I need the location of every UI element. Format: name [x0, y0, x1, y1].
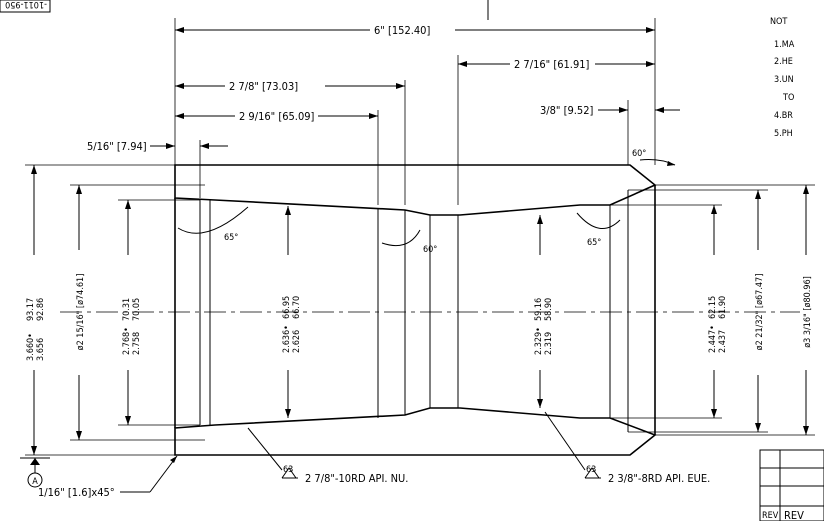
angle-right-chamfer-label: 60° — [632, 149, 646, 159]
d4-mm-top: 66.95 — [282, 296, 292, 319]
d6-inch-top: 2.447• — [708, 325, 718, 353]
note-4: 4.BR — [774, 111, 793, 121]
d1-mm-bot: 92.86 — [36, 298, 46, 321]
dim-overall-length: 6" [152.40] — [175, 24, 655, 37]
angle-left-taper-label: 65° — [224, 233, 238, 243]
d4-mm-bot: 66.70 — [292, 296, 302, 319]
dim-d3: 2.768• 2.758 70.31 70.05 — [118, 199, 200, 426]
angle-right-taper-label: 65° — [587, 238, 601, 248]
d6-inch-bot: 2.437 — [718, 330, 728, 353]
edge-chamfer-callout: 1/16" [1.6]x45° — [38, 455, 178, 499]
d2-label: ø2 15/16" [ø74.61] — [76, 274, 86, 351]
notes-header: NOT — [770, 17, 787, 27]
angle-right-taper: 65° — [576, 212, 621, 248]
dim-d1: 3.660• 3.656 93.17 92.86 — [25, 164, 175, 456]
d3-mm-bot: 70.05 — [132, 298, 142, 321]
angle-left-taper: 65° — [177, 206, 249, 243]
datum-a: A — [20, 457, 50, 488]
finish-right-label: 63 — [586, 465, 596, 475]
coupling-section — [174, 164, 657, 456]
lower-wall-section — [174, 407, 657, 456]
dim-d7: ø2 21/32" [ø67.47] — [628, 189, 768, 433]
right-thread-label: 2 3/8"-8RD API. EUE. — [608, 472, 710, 485]
right-thread-callout: 63 2 3/8"-8RD API. EUE. — [544, 411, 710, 485]
d5-mm-top: 59.16 — [534, 298, 544, 321]
datum-label: A — [32, 477, 38, 487]
d4-inch-bot: 2.626 — [292, 330, 302, 353]
dim-d4: 2.636• 2.626 66.95 66.70 — [282, 206, 302, 418]
d8-label: ø3 3/16" [ø80.96] — [803, 276, 813, 348]
dim-left-bore-length: 2 9/16" [65.09] — [175, 110, 378, 123]
angle-mid-taper: 60° — [381, 229, 437, 255]
note-3-cont: TO — [782, 93, 794, 103]
left-thread-length-label: 2 7/8" [73.03] — [229, 80, 298, 93]
upper-wall-section — [174, 164, 657, 216]
drawing-id-label: -1011-950 — [5, 0, 47, 9]
angle-right-chamfer: 60° — [632, 149, 676, 166]
d3-inch-top: 2.768• — [122, 327, 132, 355]
left-thread-callout: 63 2 7/8"-10RD API. NU. — [247, 427, 408, 485]
revision-block: REV REV — [759, 449, 824, 521]
drawing-id-box: -1011-950 — [0, 0, 51, 13]
notes-block: NOT 1.MA 2.HE 3.UN TO 4.BR 5.PH — [770, 17, 795, 139]
note-2: 2.HE — [774, 57, 793, 67]
d3-inch-bot: 2.758 — [132, 332, 142, 355]
finish-left-label: 63 — [283, 465, 293, 475]
d5-mm-bot: 58.90 — [544, 298, 554, 321]
right-thread-length-label: 2 7/16" [61.91] — [514, 58, 590, 71]
dim-left-thread-length: 2 7/8" [73.03] — [175, 80, 405, 93]
cbore-length-label: 3/8" [9.52] — [540, 104, 594, 117]
d5-inch-top: 2.329• — [534, 327, 544, 355]
dim-d8: ø3 3/16" [ø80.96] — [655, 184, 815, 436]
angle-mid-taper-label: 60° — [423, 245, 437, 255]
left-bore-length-label: 2 9/16" [65.09] — [239, 110, 315, 123]
overall-length-label: 6" [152.40] — [374, 24, 430, 37]
dim-cbore-length: 3/8" [9.52] — [540, 104, 680, 117]
rev-header-label: REV — [784, 509, 804, 521]
rev-col-label: REV — [762, 511, 779, 521]
dim-d2: ø2 15/16" [ø74.61] — [70, 184, 205, 441]
d1-inch-top: 3.660• — [26, 333, 36, 361]
note-1: 1.MA — [774, 40, 795, 50]
chamfer-length-label: 5/16" [7.94] — [87, 140, 147, 153]
dim-d5: 2.329• 2.319 59.16 58.90 — [534, 215, 554, 408]
note-3: 3.UN — [774, 75, 794, 85]
note-5: 5.PH — [774, 129, 793, 139]
d6-mm-top: 62.15 — [708, 296, 718, 319]
d1-mm-top: 93.17 — [26, 298, 36, 321]
d3-mm-top: 70.31 — [122, 298, 132, 321]
dim-right-thread-length: 2 7/16" [61.91] — [458, 58, 655, 71]
d6-mm-bot: 61.90 — [718, 296, 728, 319]
edge-chamfer-label: 1/16" [1.6]x45° — [38, 486, 115, 499]
left-thread-label: 2 7/8"-10RD API. NU. — [305, 472, 408, 485]
d4-inch-top: 2.636• — [282, 325, 292, 353]
d7-label: ø2 21/32" [ø67.47] — [755, 274, 765, 351]
dim-d6: 2.447• 2.437 62.15 61.90 — [610, 204, 728, 419]
d5-inch-bot: 2.319 — [544, 332, 554, 355]
dim-chamfer-length: 5/16" [7.94] — [87, 140, 228, 153]
d1-inch-bot: 3.656 — [36, 338, 46, 361]
